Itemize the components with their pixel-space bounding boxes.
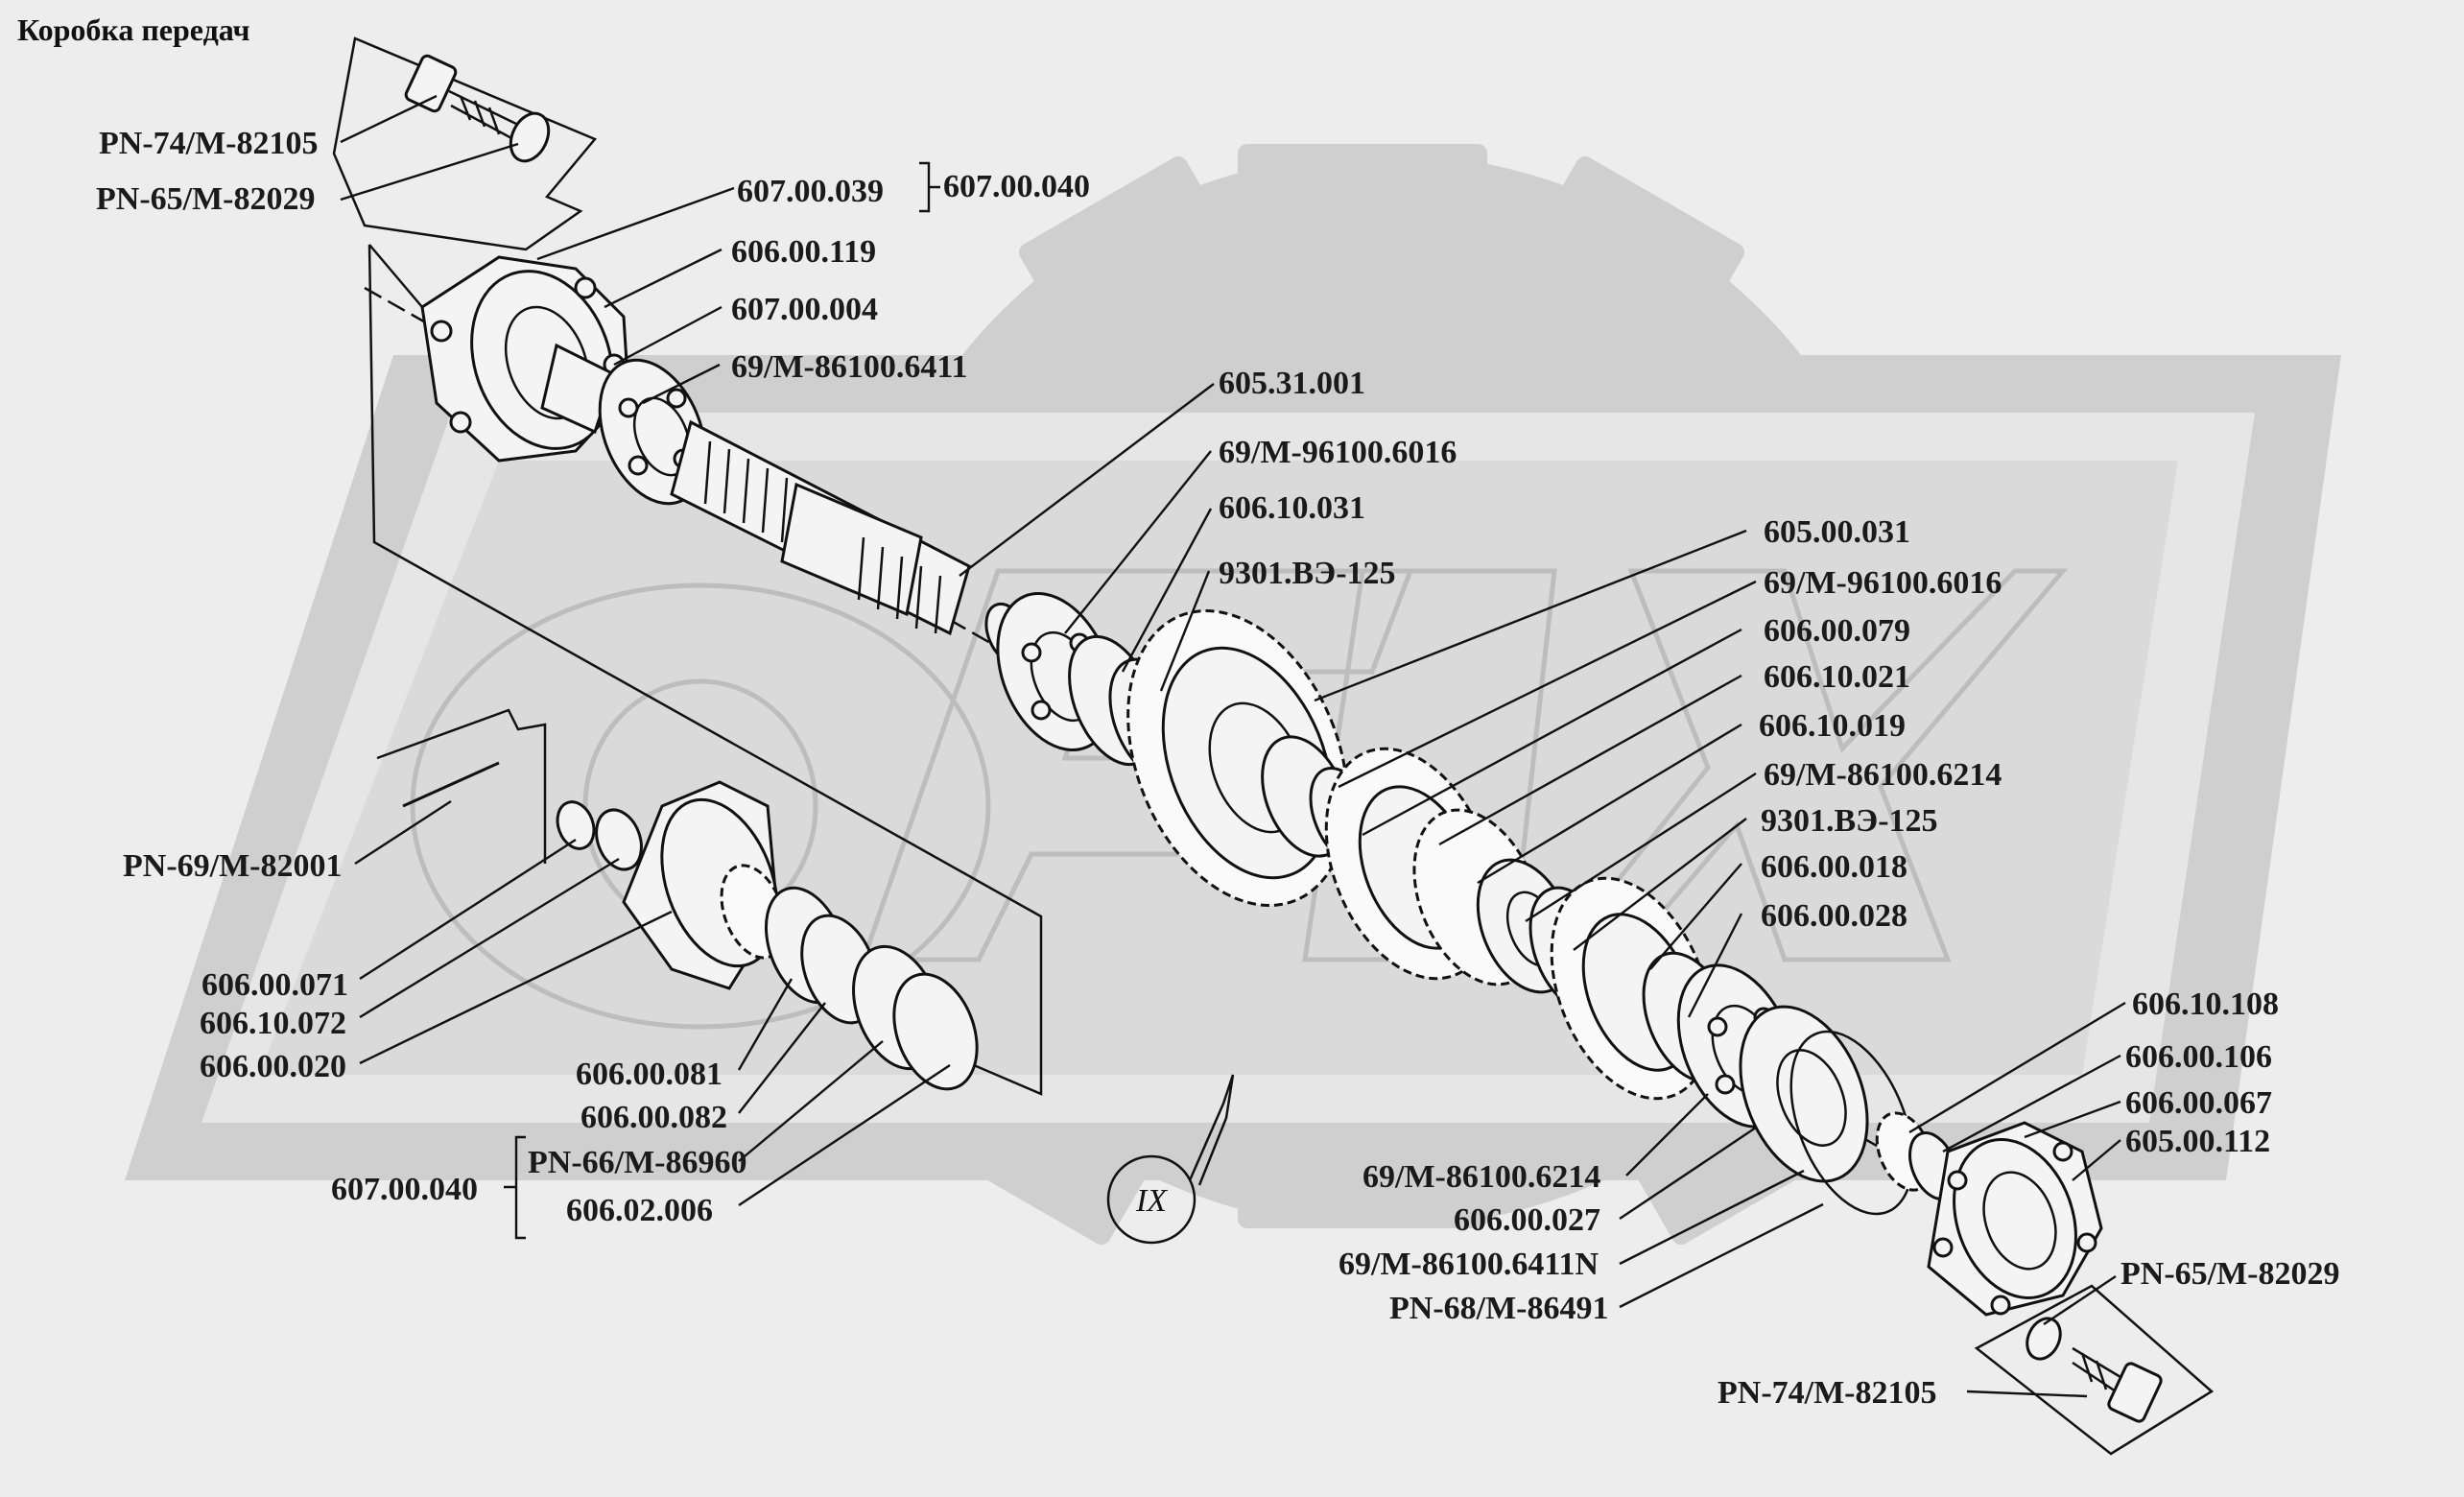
parts-drawing: IX <box>332 36 2215 1456</box>
bottom-flange <box>1927 1121 2103 1317</box>
label-bearing-6214-b: 69/M-86100.6214 <box>1362 1159 1600 1195</box>
label-605-00-112: 605.00.112 <box>2125 1124 2270 1159</box>
label-ring-125-a: 9301.ВЭ-125 <box>1219 556 1396 591</box>
label-pn68: PN-68/M-86491 <box>1389 1291 1609 1326</box>
bottom-screw-group <box>1974 1284 2215 1456</box>
label-606-10-031: 606.10.031 <box>1219 490 1365 526</box>
label-606-00-020: 606.00.020 <box>200 1049 346 1084</box>
label-pn65-bottom: PN-65/M-82029 <box>2120 1256 2340 1292</box>
label-605-31-001: 605.31.001 <box>1219 366 1365 401</box>
label-pn66: PN-66/M-86960 <box>528 1145 747 1180</box>
diagram-title: Коробка передач <box>17 12 250 47</box>
view-marker: IX <box>1106 1074 1235 1245</box>
label-pn74-top: PN-74/M-82105 <box>99 126 319 161</box>
label-bearing-6016-a: 69/M-96100.6016 <box>1219 435 1457 470</box>
label-606-02-006: 606.02.006 <box>566 1193 713 1228</box>
label-ring-125-b: 9301.ВЭ-125 <box>1761 803 1938 839</box>
label-607-00-040-top: 607.00.040 <box>943 169 1090 204</box>
label-606-10-072: 606.10.072 <box>200 1006 346 1041</box>
label-606-00-071: 606.00.071 <box>201 967 348 1003</box>
label-pn69: PN-69/M-82001 <box>123 848 343 884</box>
label-pn65-top: PN-65/M-82029 <box>96 181 316 217</box>
label-606-00-067: 606.00.067 <box>2125 1085 2272 1121</box>
label-607-00-004: 607.00.004 <box>731 292 878 327</box>
leader-lines <box>340 94 2126 1398</box>
label-bearing-6214-a: 69/M-86100.6214 <box>1764 757 2002 793</box>
top-screw-group <box>332 36 598 251</box>
top-flange <box>420 255 630 463</box>
label-606-00-027: 606.00.027 <box>1454 1202 1600 1238</box>
label-607-00-040-bottom: 607.00.040 <box>331 1172 478 1207</box>
bearing-6411n <box>1739 1005 1914 1216</box>
label-605-00-031: 605.00.031 <box>1764 514 1910 550</box>
label-606-00-119: 606.00.119 <box>731 234 876 270</box>
label-606-10-019: 606.10.019 <box>1759 708 1906 744</box>
view-marker-label: IX <box>1135 1183 1168 1219</box>
label-606-00-018: 606.00.018 <box>1761 849 1907 885</box>
label-606-00-028: 606.00.028 <box>1761 898 1907 934</box>
lower-left-group <box>376 708 979 1091</box>
label-606-10-108: 606.10.108 <box>2132 986 2279 1022</box>
label-607-00-039: 607.00.039 <box>737 174 884 209</box>
label-bearing-6411-top: 69/M-86100.6411 <box>731 349 967 385</box>
label-606-00-081: 606.00.081 <box>576 1057 723 1092</box>
label-pn74-bottom: PN-74/M-82105 <box>1718 1375 1937 1411</box>
label-606-00-106: 606.00.106 <box>2125 1039 2272 1075</box>
label-606-10-021: 606.10.021 <box>1764 659 1910 695</box>
label-606-00-079: 606.00.079 <box>1764 613 1910 649</box>
label-bearing-6411n: 69/M-86100.6411N <box>1339 1247 1599 1282</box>
label-bearing-6016-b: 69/M-96100.6016 <box>1764 565 2002 601</box>
part-labels: PN-74/M-82105 PN-65/M-82029 607.00.039 6… <box>96 126 2340 1411</box>
label-606-00-082: 606.00.082 <box>580 1100 727 1135</box>
